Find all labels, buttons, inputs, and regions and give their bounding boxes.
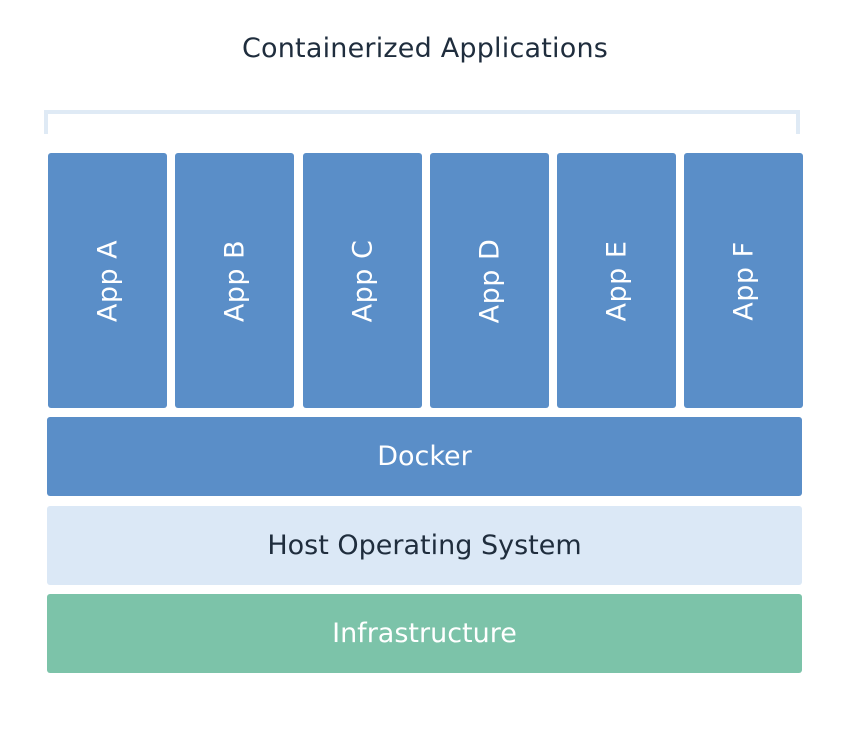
app-b-box: App B (175, 153, 294, 408)
app-c-label: App C (347, 239, 378, 322)
host-os-layer: Host Operating System (47, 506, 802, 585)
infrastructure-label: Infrastructure (332, 618, 517, 649)
infrastructure-layer: Infrastructure (47, 594, 802, 673)
host-os-label: Host Operating System (267, 530, 582, 561)
diagram-title: Containerized Applications (241, 33, 609, 64)
app-f-box: App F (684, 153, 803, 408)
app-f-label: App F (728, 240, 759, 321)
docker-layer: Docker (47, 417, 802, 496)
app-e-label: App E (601, 240, 632, 321)
app-d-label: App D (474, 238, 505, 323)
app-d-box: App D (430, 153, 549, 408)
app-a-label: App A (92, 239, 123, 322)
app-b-label: App B (219, 239, 250, 322)
app-c-box: App C (303, 153, 422, 408)
app-a-box: App A (48, 153, 167, 408)
apps-bracket (44, 110, 800, 134)
app-e-box: App E (557, 153, 676, 408)
docker-label: Docker (377, 441, 472, 472)
